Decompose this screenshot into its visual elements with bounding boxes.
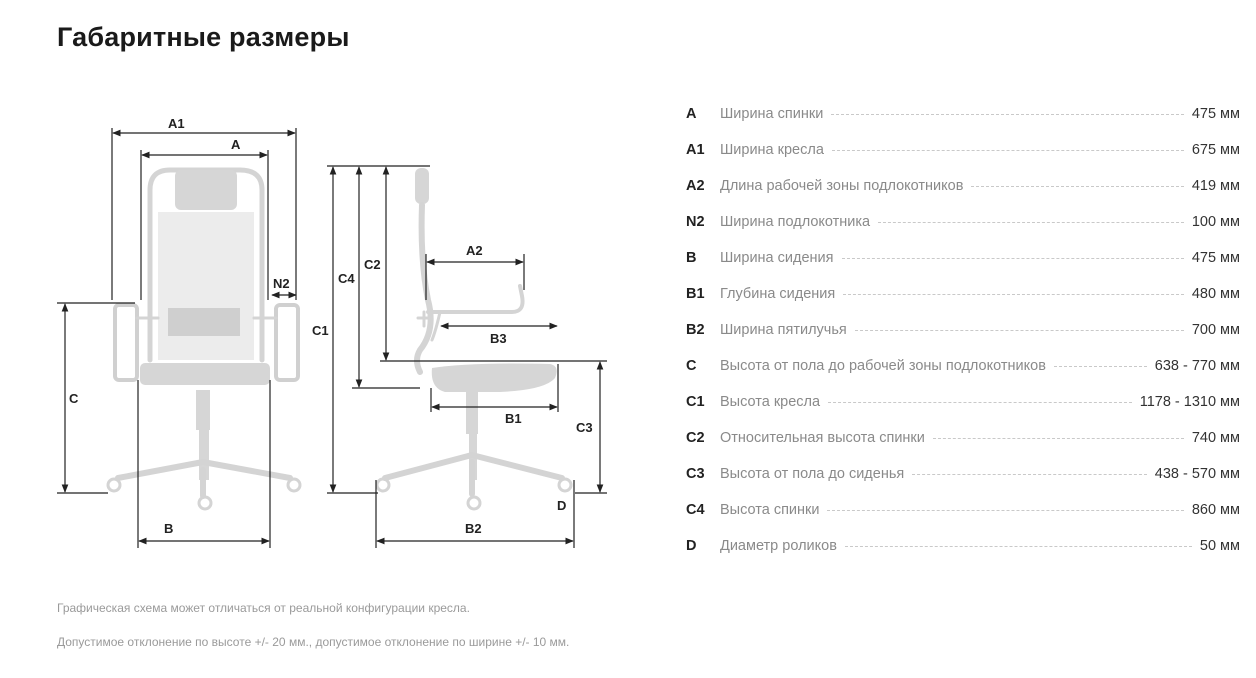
spec-name: Диаметр роликов — [720, 538, 837, 554]
spec-row: A Ширина спинки 475 мм — [686, 106, 1240, 142]
spec-name: Глубина сидения — [720, 286, 836, 302]
dotted-leader — [878, 222, 1184, 223]
label-B2: B2 — [465, 521, 482, 536]
spec-value: 475 мм — [1191, 106, 1240, 122]
spec-name: Высота от пола до сиденья — [720, 466, 905, 482]
spec-code: N2 — [686, 214, 705, 230]
spec-name: Ширина подлокотника — [720, 214, 871, 230]
label-B: B — [164, 521, 173, 536]
spec-value: 438 - 570 мм — [1154, 466, 1240, 482]
label-C: C — [69, 391, 79, 406]
page-title: Габаритные размеры — [57, 22, 350, 52]
dotted-leader — [827, 510, 1184, 511]
spec-code: B — [686, 250, 697, 266]
spec-name: Высота спинки — [720, 502, 820, 518]
label-C2: C2 — [364, 257, 381, 272]
dotted-leader — [912, 474, 1147, 475]
spec-row: C3 Высота от пола до сиденья 438 - 570 м… — [686, 466, 1240, 502]
spec-value: 1178 - 1310 мм — [1139, 394, 1240, 410]
dotted-leader — [844, 546, 1192, 547]
spec-value: 100 мм — [1191, 214, 1240, 230]
label-N2: N2 — [273, 276, 290, 291]
dotted-leader — [843, 294, 1184, 295]
spec-value: 419 мм — [1191, 178, 1240, 194]
dotted-leader — [841, 258, 1184, 259]
spec-code: B2 — [686, 322, 705, 338]
dotted-leader — [831, 114, 1184, 115]
spec-row: B1 Глубина сидения 480 мм — [686, 286, 1240, 322]
label-B3: B3 — [490, 331, 507, 346]
spec-row: C Высота от пола до рабочей зоны подлоко… — [686, 358, 1240, 394]
dotted-leader — [932, 438, 1184, 439]
spec-code: C4 — [686, 502, 705, 518]
spec-value: 675 мм — [1191, 142, 1240, 158]
spec-code: A1 — [686, 142, 705, 158]
spec-code: C3 — [686, 466, 705, 482]
dotted-leader — [828, 402, 1132, 403]
disclaimer-note: Графическая схема может отличаться от ре… — [57, 601, 470, 615]
chair-dimensions-diagram: A1 A N2 C B — [57, 116, 607, 548]
tolerance-note: Допустимое отклонение по высоте +/- 20 м… — [57, 635, 570, 649]
spec-code: C — [686, 358, 697, 374]
spec-code: B1 — [686, 286, 705, 302]
spec-value: 860 мм — [1191, 502, 1240, 518]
label-A2: A2 — [466, 243, 483, 258]
label-C4: C4 — [338, 271, 355, 286]
front-dimension-lines — [57, 128, 297, 548]
spec-code: C2 — [686, 430, 705, 446]
spec-row: B2 Ширина пятилучья 700 мм — [686, 322, 1240, 358]
spec-value: 740 мм — [1191, 430, 1240, 446]
spec-code: A2 — [686, 178, 705, 194]
spec-value: 50 мм — [1199, 538, 1240, 554]
spec-row: A2 Длина рабочей зоны подлокотников 419 … — [686, 178, 1240, 214]
label-A1: A1 — [168, 116, 185, 131]
spec-name: Ширина спинки — [720, 106, 824, 122]
dotted-leader — [971, 186, 1184, 187]
spec-value: 480 мм — [1191, 286, 1240, 302]
label-D: D — [557, 498, 566, 513]
spec-row: D Диаметр роликов 50 мм — [686, 538, 1240, 574]
label-C1: C1 — [312, 323, 329, 338]
dotted-leader — [831, 150, 1184, 151]
spec-name: Высота от пола до рабочей зоны подлокотн… — [720, 358, 1046, 374]
dotted-leader — [854, 330, 1184, 331]
spec-name: Высота кресла — [720, 394, 821, 410]
dotted-leader — [1053, 366, 1147, 367]
spec-row: C1 Высота кресла 1178 - 1310 мм — [686, 394, 1240, 430]
spec-name: Относительная высота спинки — [720, 430, 925, 446]
label-A: A — [231, 137, 241, 152]
spec-row: C4 Высота спинки 860 мм — [686, 502, 1240, 538]
spec-code: D — [686, 538, 697, 554]
spec-name: Ширина сидения — [720, 250, 834, 266]
chair-side-view — [375, 168, 573, 511]
spec-code: A — [686, 106, 697, 122]
spec-row: C2 Относительная высота спинки 740 мм — [686, 430, 1240, 466]
chair-front-view — [106, 167, 302, 511]
spec-row: N2 Ширина подлокотника 100 мм — [686, 214, 1240, 250]
spec-code: C1 — [686, 394, 705, 410]
label-C3: C3 — [576, 420, 593, 435]
side-dimension-lines — [327, 165, 607, 548]
label-B1: B1 — [505, 411, 522, 426]
spec-value: 700 мм — [1191, 322, 1240, 338]
spec-row: B Ширина сидения 475 мм — [686, 250, 1240, 286]
spec-name: Ширина пятилучья — [720, 322, 847, 338]
spec-name: Длина рабочей зоны подлокотников — [720, 178, 964, 194]
spec-name: Ширина кресла — [720, 142, 824, 158]
dimensions-spec-list: A Ширина спинки 475 мм A1 Ширина кресла … — [686, 106, 1240, 574]
spec-row: A1 Ширина кресла 675 мм — [686, 142, 1240, 178]
spec-value: 475 мм — [1191, 250, 1240, 266]
spec-value: 638 - 770 мм — [1154, 358, 1240, 374]
